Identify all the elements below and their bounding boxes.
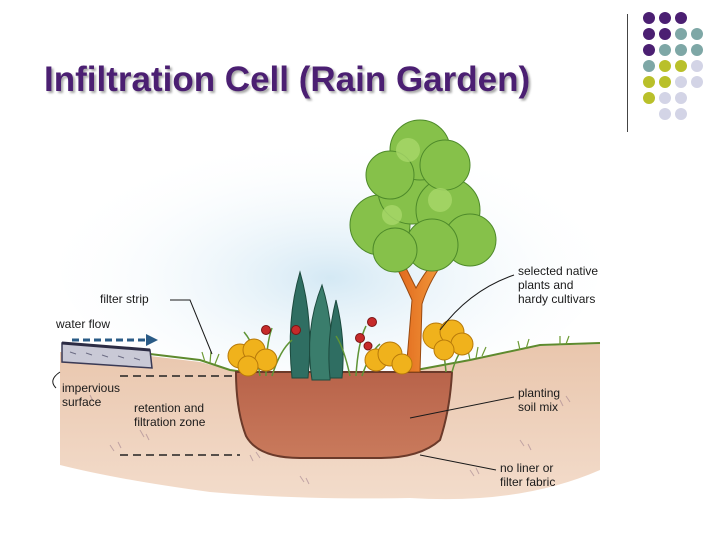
decor-dot bbox=[691, 28, 703, 40]
decor-dot bbox=[675, 44, 687, 56]
decor-dot bbox=[643, 76, 655, 88]
label-line: retention and bbox=[134, 401, 204, 415]
impervious-surface-slab bbox=[61, 341, 153, 369]
decor-dot bbox=[643, 44, 655, 56]
retention-cell bbox=[234, 371, 454, 459]
label-line: plants and bbox=[518, 278, 573, 292]
label-line: hardy cultivars bbox=[518, 292, 595, 306]
decor-dot bbox=[675, 60, 687, 72]
decor-dot bbox=[659, 44, 671, 56]
decor-dot bbox=[691, 44, 703, 56]
label-line: selected native bbox=[518, 264, 598, 278]
decor-dot bbox=[659, 12, 671, 24]
red-flowers bbox=[261, 317, 377, 351]
label-native-plants: selected native plants and hardy cultiva… bbox=[518, 264, 601, 306]
water-flow-arrow bbox=[72, 334, 158, 346]
label-line: soil mix bbox=[518, 400, 558, 414]
label-line: surface bbox=[62, 395, 102, 409]
flowering-shrubs bbox=[227, 319, 474, 377]
header-divider bbox=[627, 14, 628, 132]
decor-dot bbox=[659, 92, 671, 104]
grass-tufts bbox=[201, 335, 570, 365]
decor-dot bbox=[659, 76, 671, 88]
label-line: planting bbox=[518, 386, 560, 400]
decor-dot bbox=[675, 108, 687, 120]
decor-dot bbox=[675, 12, 687, 24]
decor-dot bbox=[643, 28, 655, 40]
label-line: no liner or bbox=[500, 461, 553, 475]
leader-lines bbox=[52, 274, 515, 471]
label-line: filter fabric bbox=[500, 475, 555, 489]
label-retention-zone: retention and filtration zone bbox=[134, 401, 207, 429]
decor-dot bbox=[675, 28, 687, 40]
decor-dot bbox=[675, 92, 687, 104]
label-line: impervious bbox=[62, 381, 120, 395]
decor-dot bbox=[659, 108, 671, 120]
decor-dot bbox=[643, 92, 655, 104]
slide-title: Infiltration Cell (Rain Garden) bbox=[44, 60, 531, 99]
label-water-flow: water flow bbox=[55, 317, 110, 331]
decor-dot bbox=[643, 60, 655, 72]
soil-texture bbox=[89, 394, 571, 485]
label-filter-strip: filter strip bbox=[100, 292, 149, 306]
decor-dot bbox=[675, 76, 687, 88]
label-no-liner: no liner or filter fabric bbox=[500, 461, 557, 489]
label-impervious-surface: impervious surface bbox=[62, 381, 123, 409]
decor-dot bbox=[659, 28, 671, 40]
decor-dot bbox=[691, 60, 703, 72]
decor-dot bbox=[691, 76, 703, 88]
evergreen-shrubs bbox=[289, 270, 344, 381]
decor-dot bbox=[659, 60, 671, 72]
label-planting-soil: planting soil mix bbox=[518, 386, 563, 414]
decor-dot bbox=[643, 12, 655, 24]
tree bbox=[349, 119, 497, 373]
label-line: filtration zone bbox=[134, 415, 206, 429]
